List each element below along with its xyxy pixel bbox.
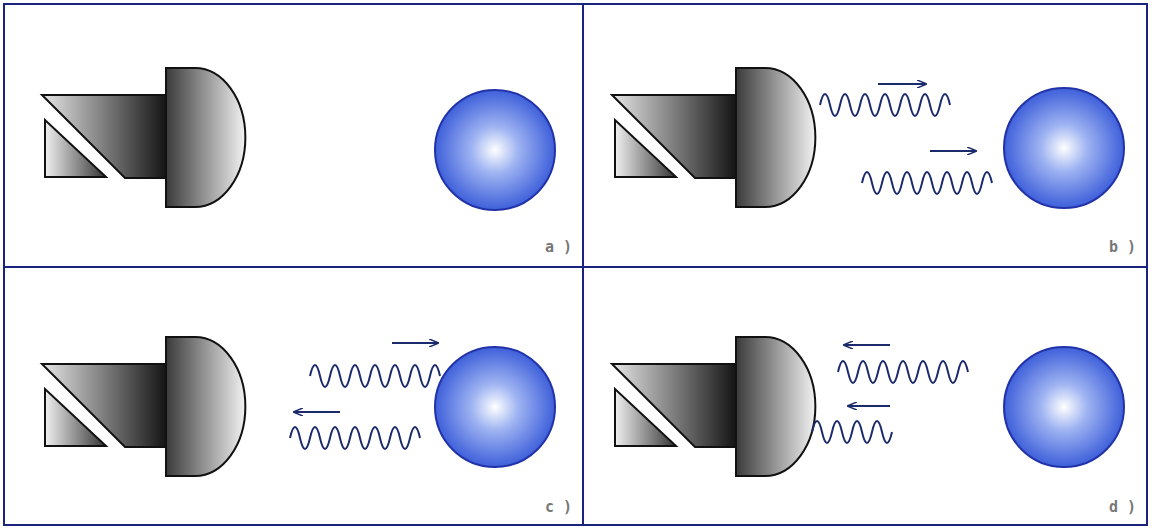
panel-letter: b ) (1107, 238, 1138, 256)
panel-letter: c ) (543, 498, 574, 516)
panel-letter: a ) (543, 238, 574, 256)
panel-letter: d ) (1107, 498, 1138, 516)
